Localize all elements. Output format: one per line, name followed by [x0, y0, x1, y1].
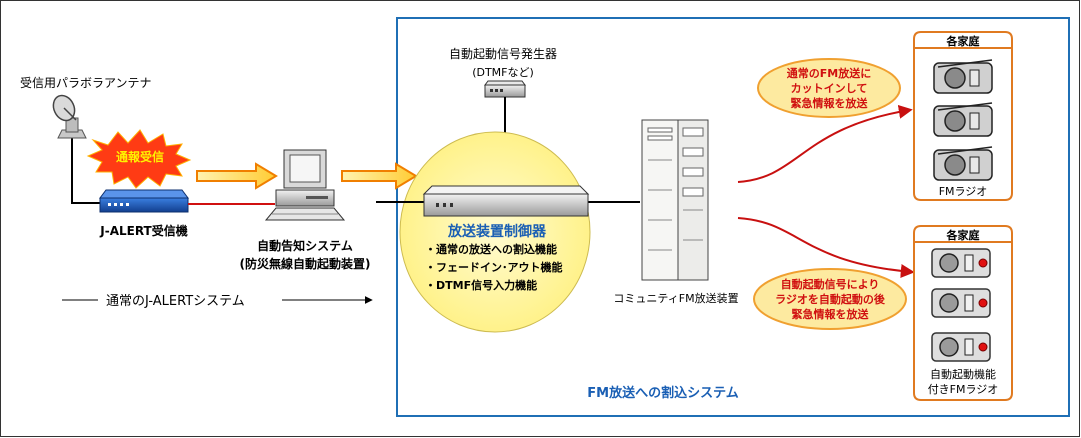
household-bottom-header: 各家庭	[946, 228, 980, 242]
j-alert-receiver-icon	[99, 189, 189, 213]
flow-arrow-2	[341, 162, 418, 190]
household-top-footer: FMラジオ	[939, 185, 988, 198]
alert-burst-label: 通報受信	[116, 149, 164, 164]
household-bottom-footer-line: 付きFMラジオ	[928, 383, 999, 396]
fm-radio-icon	[933, 146, 993, 181]
household-top-header: 各家庭	[946, 34, 980, 48]
pc-computer-icon	[264, 149, 346, 221]
controller-feature: ・DTMF信号入力機能	[425, 278, 537, 292]
callout-bottom	[753, 268, 907, 330]
flow-arrow-1	[196, 162, 278, 190]
station-label: コミュニティFM放送装置	[613, 291, 738, 305]
signal-generator-icon	[484, 80, 526, 98]
auto-start-radio-icon	[931, 248, 991, 278]
fm-radio-icon	[933, 59, 993, 94]
fm-system-frame	[396, 17, 1070, 417]
callout-bottom-line: 緊急情報を放送	[792, 307, 870, 321]
auto-start-radio-icon	[931, 288, 991, 318]
broadcast-line-top	[737, 104, 913, 183]
auto-start-radio-icon	[931, 332, 991, 362]
broadcast-line-bottom	[737, 217, 915, 278]
fm-system-title: FM放送への割込システム	[587, 385, 738, 401]
broadcast-controller-icon	[422, 185, 590, 217]
callout-top-line: 緊急情報を放送	[791, 96, 869, 110]
antenna-cable	[71, 200, 104, 204]
fm-broadcast-station-icon	[641, 119, 709, 281]
household-bottom-footer-line: 自動起動機能	[930, 367, 996, 381]
callout-top-line: 通常のFM放送に	[787, 66, 871, 80]
fm-radio-icon	[933, 102, 993, 137]
parabolic-antenna-icon	[52, 94, 87, 200]
controller-feature: ・フェードイン･アウト機能	[425, 260, 563, 274]
generator-label-2: (DTMFなど)	[472, 66, 534, 79]
alert-burst-icon	[86, 129, 192, 189]
controller-highlight	[399, 131, 591, 333]
callout-top-line: カットインして	[791, 82, 868, 95]
antenna-label: 受信用パラボラアンテナ	[20, 76, 152, 90]
callout-top	[757, 58, 901, 118]
callout-bottom-line: ラジオを自動起動の後	[775, 292, 886, 306]
controller-title: 放送装置制御器	[447, 223, 547, 240]
callout-bottom-line: 自動起動信号により	[781, 277, 880, 291]
pc-label-2: (防災無線自動起動装置)	[240, 256, 371, 271]
pc-label-1: 自動告知システム	[257, 238, 353, 253]
receiver-label: J-ALERT受信機	[99, 223, 187, 238]
controller-feature: ・通常の放送への割込機能	[425, 242, 557, 256]
generator-label-1: 自動起動信号発生器	[449, 47, 557, 61]
normal-system-label: 通常のJ-ALERTシステム	[106, 294, 245, 309]
